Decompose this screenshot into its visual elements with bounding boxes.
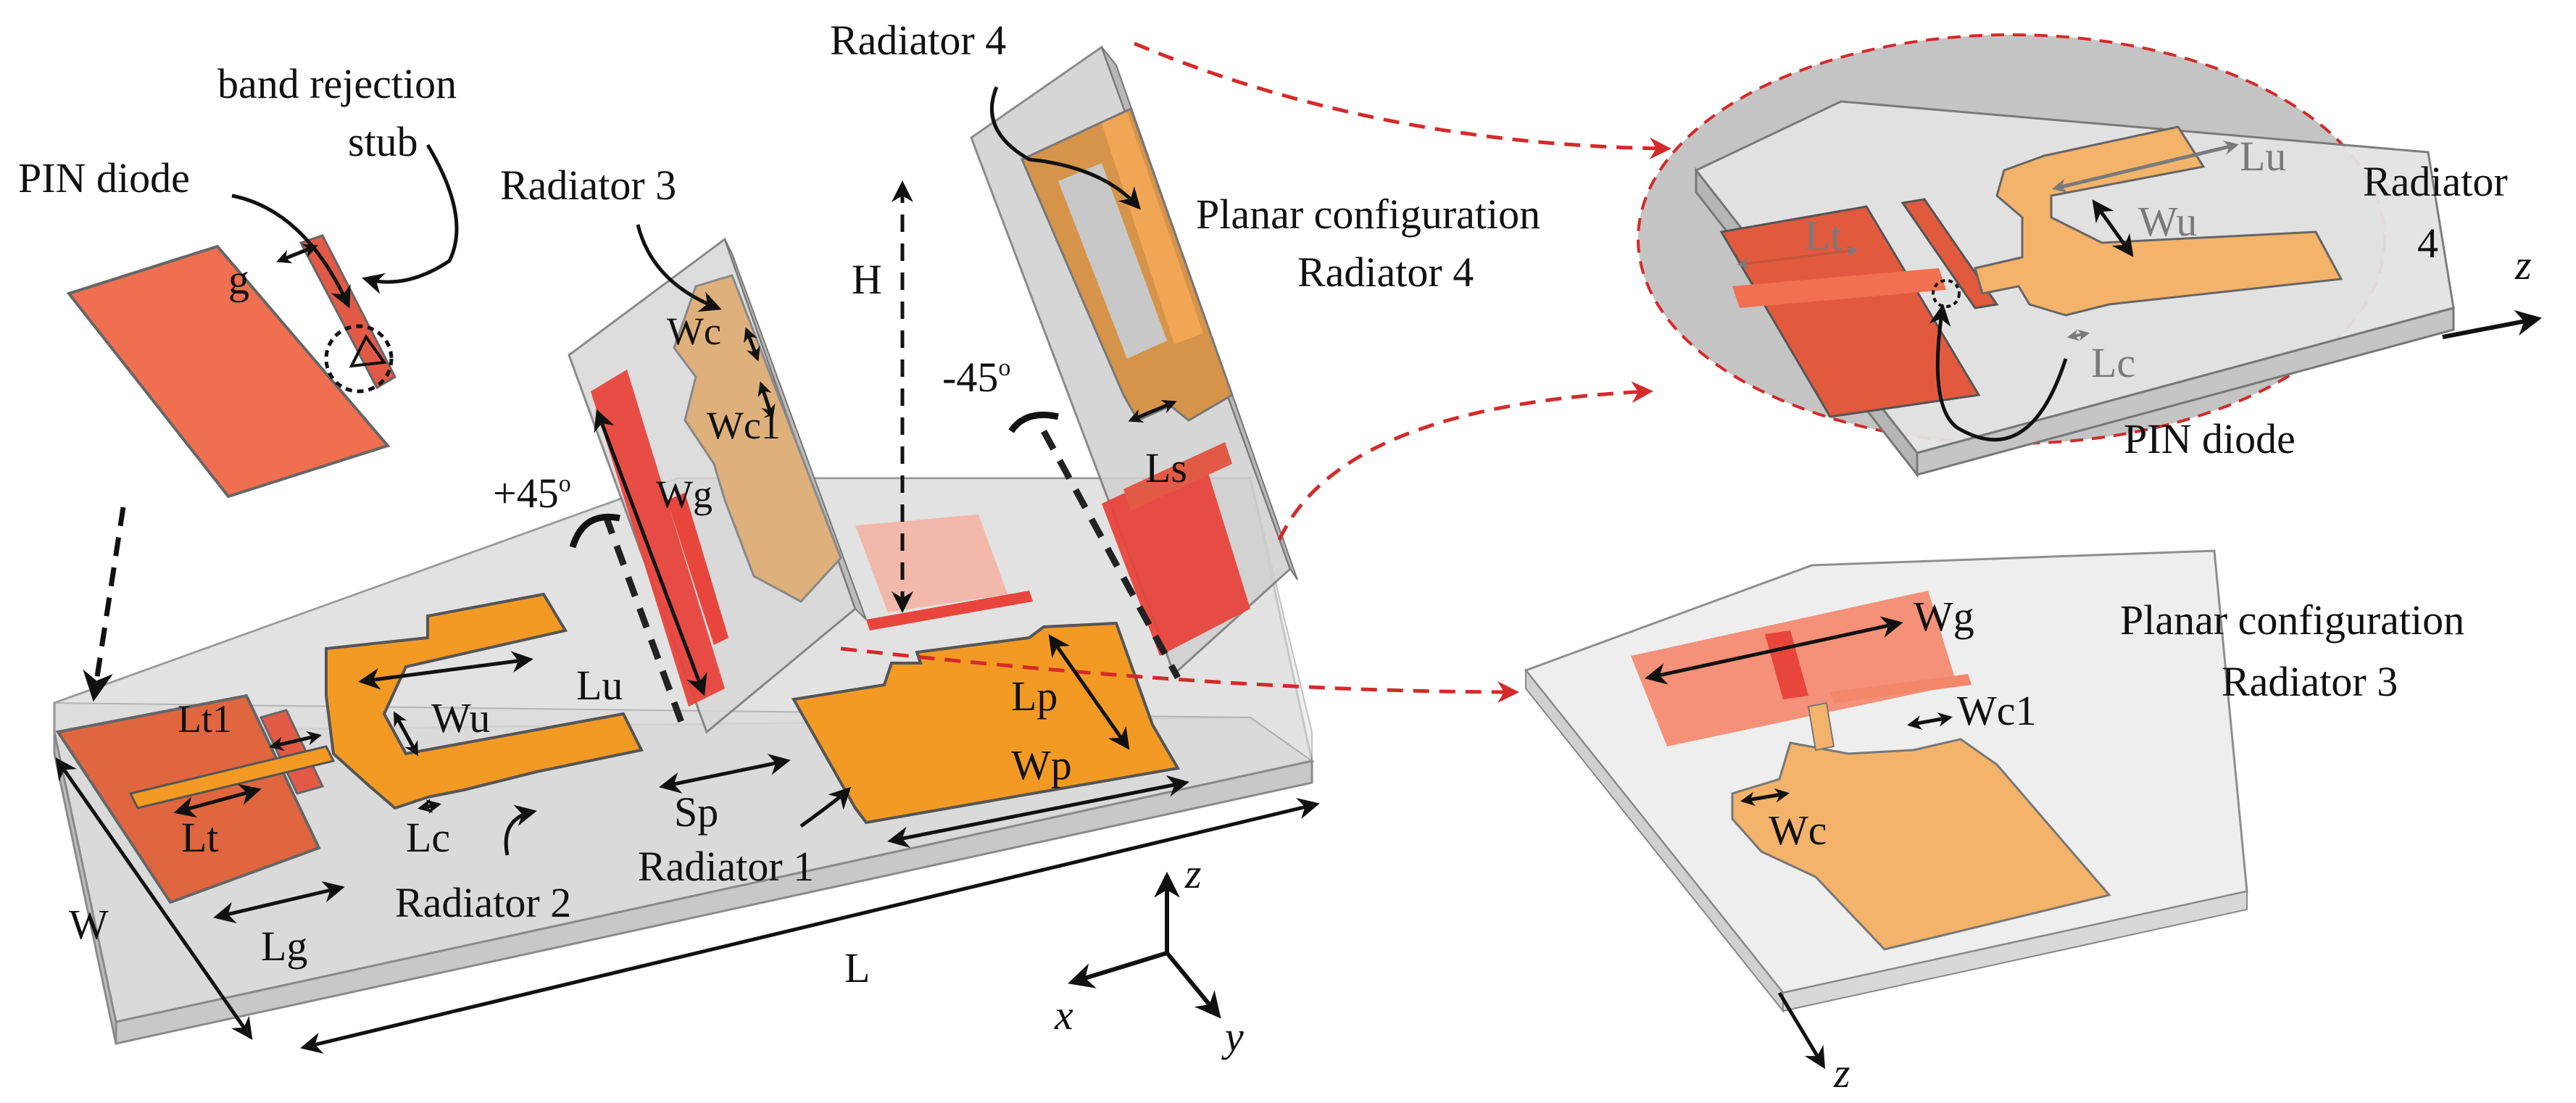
label-L: L: [844, 944, 870, 991]
label-inset-Lc: Lc: [2091, 339, 2135, 386]
label-Wg: Wg: [656, 473, 712, 516]
inset3-dimension-arrows: [1645, 616, 1953, 1070]
label-radiator-3: Radiator 3: [500, 162, 676, 209]
label-Ls: Ls: [1145, 444, 1187, 491]
label-minus45: -45o: [942, 354, 1010, 401]
label-band-rejection: band rejection: [217, 60, 457, 107]
label-axis-z: z: [1184, 850, 1202, 897]
label-axis-x: x: [1054, 991, 1073, 1039]
label-Lp: Lp: [1011, 673, 1058, 720]
radiator-4: [970, 45, 1298, 676]
label-radiator-4: Radiator 4: [830, 17, 1006, 64]
label-Lt1: Lt1: [178, 697, 232, 741]
label-radiator-1: Radiator 1: [638, 843, 814, 890]
radiator-1-strip: [866, 591, 1033, 630]
label-pin-diode: PIN diode: [18, 154, 190, 201]
label-W: W: [69, 901, 109, 948]
label-Lc: Lc: [406, 814, 450, 861]
label-planar4-line2: Radiator 4: [1297, 249, 1474, 296]
dashed-arrow-detail-down: [83, 507, 126, 702]
dashed-line-minus45: [1041, 429, 1181, 680]
inset-radiator-4: [1637, 33, 2455, 478]
label-H: H: [852, 256, 882, 303]
label-g: g: [228, 256, 249, 303]
inset4-dimension-arrows: [1737, 141, 2543, 442]
label-inset3-z: z: [1833, 1049, 1850, 1096]
label-inset-pin: PIN diode: [2124, 415, 2295, 462]
callout-arrows: [231, 86, 1142, 856]
label-inset-Lu: Lu: [2240, 133, 2286, 180]
dashed-arrow-r3-to-inset: [840, 646, 1519, 703]
label-inset-Wu: Wu: [2138, 198, 2197, 245]
pin-diode-detail: [66, 234, 396, 499]
label-inset-radiator: Radiator: [2363, 158, 2508, 205]
label-Lu: Lu: [576, 662, 623, 709]
dashed-arrow-r4-lower: [1277, 381, 1653, 541]
label-plus45: +45o: [493, 470, 571, 517]
label-inset-z: z: [2514, 241, 2532, 288]
label-Wu: Wu: [431, 694, 490, 741]
label-inset-Lt: Lt: [1805, 212, 1842, 259]
label-stub: stub: [348, 118, 418, 165]
label-radiator-2: Radiator 2: [395, 879, 571, 926]
label-planar3-line1: Planar configuration: [2120, 596, 2464, 644]
label-inset3-Wc1: Wc1: [1957, 687, 2037, 734]
dashed-arrow-r4-to-inset: [1134, 41, 1671, 159]
dimension-arrows: [55, 244, 1320, 1054]
label-Wc1: Wc1: [707, 404, 781, 447]
label-axis-y: y: [1221, 1013, 1244, 1060]
label-planar4-line1: Planar configuration: [1196, 191, 1540, 238]
angle-arc-minus45: [1008, 412, 1059, 433]
axes: [1068, 871, 1221, 1019]
label-Wp: Wp: [1011, 741, 1072, 788]
label-Sp: Sp: [674, 788, 718, 836]
label-inset3-Wc: Wc: [1769, 807, 1827, 854]
label-Wc: Wc: [667, 309, 721, 353]
label-inset-radiator-num: 4: [2417, 220, 2438, 267]
label-planar3-line2: Radiator 3: [2222, 658, 2398, 705]
label-inset3-Wg: Wg: [1914, 593, 1974, 640]
label-Lt: Lt: [181, 814, 219, 861]
label-Lg: Lg: [261, 923, 307, 970]
